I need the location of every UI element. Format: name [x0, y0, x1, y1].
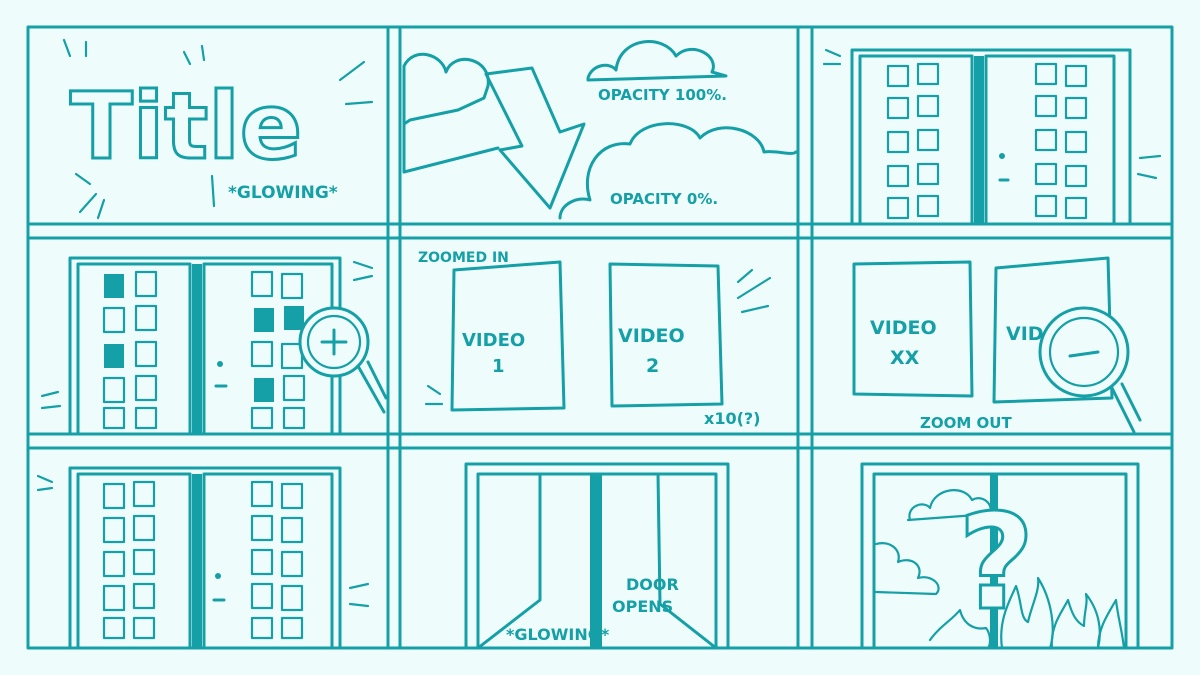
glowing-label: *GLOWING*: [506, 625, 610, 644]
cloud-left: [874, 542, 940, 596]
cloud-bottom: [558, 122, 798, 220]
cloud-small: [906, 489, 992, 522]
fire-icon: [928, 576, 1126, 650]
cloud-left: [402, 52, 490, 174]
door-opens-line2: OPENS: [612, 597, 673, 616]
door-windows: [102, 270, 306, 430]
video-1-card: [450, 260, 566, 412]
opacity-0-label: OPACITY 0%.: [610, 190, 718, 208]
video-2-number: 2: [646, 355, 659, 377]
panel-8-door-opens: DOOR OPENS *GLOWING*: [464, 462, 730, 650]
panel-2-clouds: OPACITY 100%. OPACITY 0%.: [402, 40, 798, 220]
panel-9-mystery: ?: [860, 462, 1140, 650]
panel-6-zoom-out: VIDEO XX VID ZOOM OUT: [852, 256, 1142, 434]
panel-4-zoom-in: [40, 256, 388, 436]
video-partial-title: VID: [1006, 323, 1044, 345]
cloud-top: [586, 40, 728, 82]
video-2-title: VIDEO: [618, 325, 685, 347]
magnifier-plus-icon: [298, 306, 388, 414]
panel-5-zoomed-in: ZOOMED IN VIDEO 1 VIDEO 2 x10(?): [418, 250, 772, 428]
video-1-title: VIDEO: [462, 330, 525, 351]
door-windows: [102, 480, 304, 640]
down-arrow: [484, 66, 586, 210]
video-partial-card: [992, 256, 1114, 404]
door-left: [858, 54, 974, 226]
title-text: Title: [70, 73, 302, 180]
magnifier-minus-icon: [1038, 306, 1142, 434]
panel-1-title: Title *GLOWING*: [62, 38, 374, 220]
zoomed-in-label: ZOOMED IN: [418, 250, 509, 266]
video-1-number: 1: [492, 356, 505, 377]
video-xx-number: XX: [890, 347, 920, 369]
video-count: x10(?): [704, 409, 761, 428]
door-opens-line1: DOOR: [626, 575, 679, 594]
door-right: [984, 54, 1116, 226]
video-xx-title: VIDEO: [870, 317, 937, 339]
panel-7-door: [36, 466, 370, 650]
video-2-card: [608, 262, 724, 408]
glowing-note: *GLOWING*: [228, 183, 338, 203]
door-seam: [974, 56, 984, 224]
opacity-100-label: OPACITY 100%.: [598, 86, 727, 104]
zoom-out-label: ZOOM OUT: [920, 414, 1012, 432]
video-xx-card: [852, 260, 974, 398]
door-left-open: [476, 472, 542, 650]
glow-rays: [62, 38, 374, 220]
panel-3-door: [822, 48, 1162, 226]
door-windows: [886, 62, 1088, 220]
door-right-open: [656, 472, 718, 650]
